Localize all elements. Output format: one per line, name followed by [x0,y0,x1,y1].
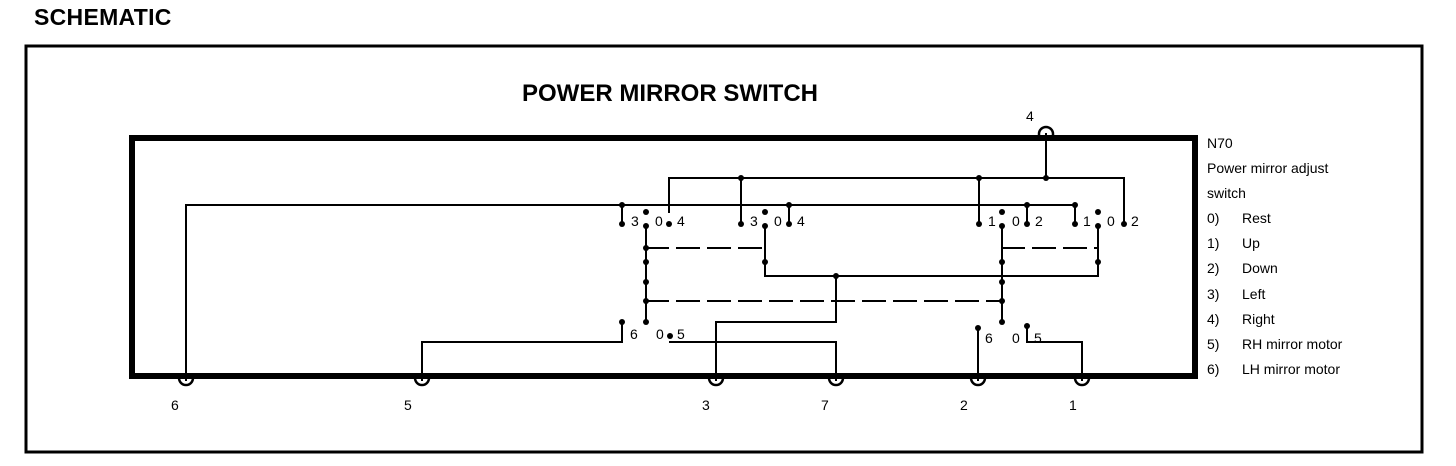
contact-label: 2 [1131,213,1139,229]
legend-key: 3) [1207,286,1219,302]
legend-description: Power mirror adjust [1207,160,1328,176]
contact-label: 6 [985,330,993,346]
contact-label: 3 [750,213,758,229]
legend-text: LH mirror motor [1242,361,1340,377]
connector-symbols [177,125,1091,387]
contact-label: 5 [1034,330,1042,346]
mechanical-links [645,247,1099,302]
legend-text: Up [1242,235,1260,251]
contact-label: 4 [677,213,685,229]
legend-key: 6) [1207,361,1219,377]
diagram-title: POWER MIRROR SWITCH [522,80,818,107]
contact-label: 0 [655,213,663,229]
legend: N70 Power mirror adjust switch 0) Rest 1… [1207,135,1343,377]
legend-key: 5) [1207,336,1219,352]
connector-label: 6 [171,397,179,413]
contact-label: 6 [630,326,638,342]
contact-dots [619,175,1127,339]
contact-label: 1 [988,213,996,229]
connector-label: 2 [960,397,968,413]
legend-key: 1) [1207,235,1219,251]
contact-label: 1 [1083,213,1091,229]
outer-frame [24,44,1424,454]
contact-label: 0 [774,213,782,229]
legend-text: RH mirror motor [1242,336,1343,352]
contact-label: 0 [1012,330,1020,346]
page-header: SCHEMATIC [34,4,172,30]
legend-text: Rest [1242,210,1271,226]
contact-label: 0 [656,326,664,342]
legend-key: 4) [1207,311,1219,327]
contact-label: 0 [1107,213,1115,229]
connector-label: 7 [821,397,829,413]
legend-component: N70 [1207,135,1233,151]
connector-label: 3 [702,397,710,413]
legend-text: Down [1242,260,1278,276]
connector-label: 1 [1069,397,1077,413]
connector-label: 5 [404,397,412,413]
contact-label: 4 [797,213,805,229]
legend-key: 2) [1207,260,1219,276]
switch-housing [129,135,1198,379]
legend-description: switch [1207,185,1246,201]
contact-label: 5 [677,326,685,342]
legend-text: Right [1242,311,1275,327]
contact-label: 3 [631,213,639,229]
legend-text: Left [1242,286,1265,302]
contact-label: 2 [1035,213,1043,229]
connector-label-top: 4 [1026,108,1034,124]
legend-key: 0) [1207,210,1219,226]
contact-label: 0 [1012,213,1020,229]
wires [185,133,1125,381]
